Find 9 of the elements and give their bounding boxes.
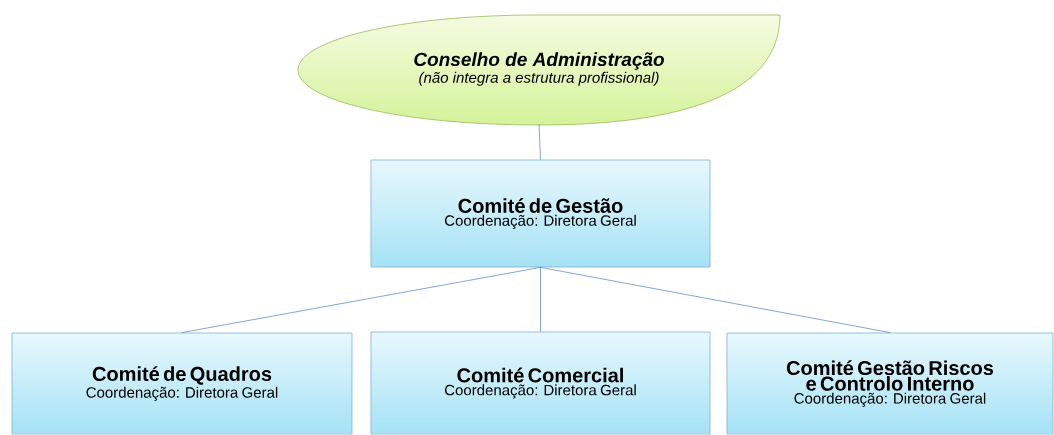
ellipse-node: Conselho de Administração (não integra a estrutura profissional) <box>297 14 781 126</box>
connector-line <box>540 267 891 333</box>
connector-line <box>540 267 541 332</box>
connector-line <box>181 267 541 333</box>
connector-line <box>538 123 541 160</box>
committee-box: Comité de Gestão Coordenação: Diretora Geral <box>370 159 711 268</box>
committee-box: Comité Comercial Coordenação: Diretora Geral <box>370 331 711 435</box>
committee-box: Comité de Quadros Coordenação: Diretora Geral <box>11 332 353 435</box>
committee-box: Comité Gestão Riscos e Controlo Interno Coordenação: Diretora Geral <box>726 332 1054 435</box>
